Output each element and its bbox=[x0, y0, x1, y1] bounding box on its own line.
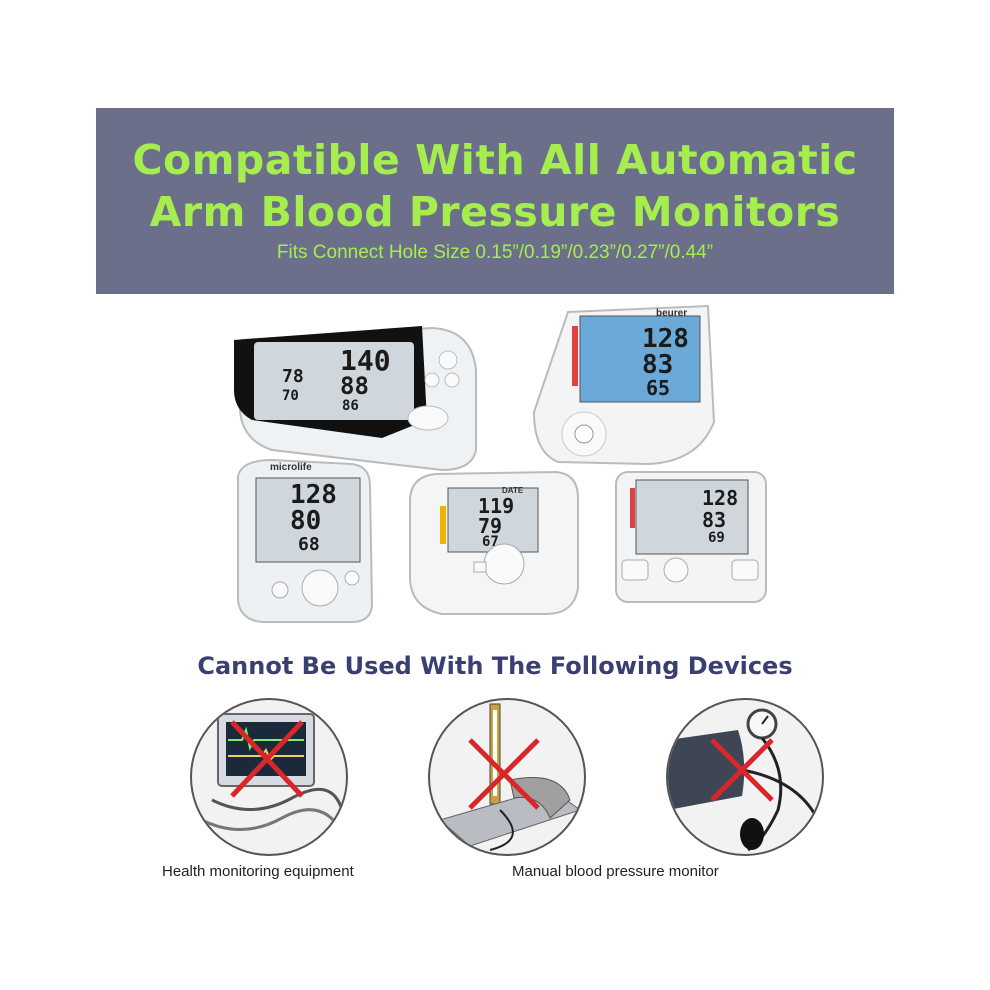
microlife-monitor: microlife 128 80 68 bbox=[232, 456, 374, 626]
omron-dia-reading: 88 bbox=[340, 372, 369, 400]
generic-pulse-reading: 67 bbox=[482, 534, 499, 550]
omron-brand-label: omron bbox=[294, 310, 326, 321]
compact-sys-reading: 128 bbox=[702, 486, 739, 510]
banner-title-line1: Compatible With All Automatic bbox=[132, 136, 858, 184]
banner-subtitle: Fits Connect Hole Size 0.15”/0.19”/0.23”… bbox=[276, 242, 714, 263]
compact-monitor-body bbox=[615, 471, 767, 603]
compact-monitor: 128 83 69 bbox=[614, 470, 770, 606]
manual-bp-circle bbox=[428, 698, 586, 856]
beurer-pulse-reading: 65 bbox=[646, 376, 671, 400]
generic-monitor-body bbox=[409, 470, 579, 615]
omron-pulse-reading: 86 bbox=[342, 398, 359, 414]
omron-memory-reading-2: 70 bbox=[282, 388, 299, 404]
mercury-sphygmomanometer-icon bbox=[438, 703, 582, 851]
generic-dia-reading: 79 bbox=[478, 514, 503, 538]
omron-memory-reading-1: 78 bbox=[282, 366, 304, 387]
caption-manual-bp: Manual blood pressure monitor bbox=[512, 863, 719, 880]
beurer-sys-reading: 128 bbox=[642, 324, 689, 354]
generic-sys-reading: 119 bbox=[478, 494, 515, 518]
not-compatible-heading: Cannot Be Used With The Following Device… bbox=[197, 652, 793, 680]
omron-sys-reading: 140 bbox=[340, 344, 391, 377]
caption-health-monitoring: Health monitoring equipment bbox=[162, 863, 354, 880]
microlife-dia-reading: 80 bbox=[290, 506, 322, 536]
compact-dia-reading: 83 bbox=[702, 508, 727, 532]
generic-monitor: DATE 119 79 67 bbox=[406, 468, 582, 618]
patient-monitor-circle bbox=[190, 698, 348, 856]
microlife-monitor-body bbox=[237, 458, 374, 623]
microlife-sys-reading: 128 bbox=[290, 480, 337, 510]
microlife-pulse-reading: 68 bbox=[298, 534, 320, 555]
compact-pulse-reading: 69 bbox=[708, 530, 725, 546]
beurer-monitor-body bbox=[532, 304, 716, 466]
microlife-brand-label: microlife bbox=[270, 462, 312, 473]
banner-title-line2: Arm Blood Pressure Monitors bbox=[149, 188, 841, 236]
aneroid-bp-circle bbox=[666, 698, 824, 856]
aneroid-sphygmomanometer-icon bbox=[668, 708, 820, 852]
beurer-dia-reading: 83 bbox=[642, 350, 674, 380]
omron-monitor: omron 140 88 86 78 70 bbox=[232, 300, 478, 472]
generic-date-label: DATE bbox=[502, 486, 524, 495]
compatibility-banner: Compatible With All Automatic Arm Blood … bbox=[96, 108, 894, 294]
patient-monitor-icon bbox=[201, 713, 344, 833]
omron-monitor-body bbox=[234, 326, 477, 472]
beurer-monitor: beurer 128 83 65 bbox=[528, 302, 718, 468]
beurer-brand-label: beurer bbox=[656, 308, 688, 319]
